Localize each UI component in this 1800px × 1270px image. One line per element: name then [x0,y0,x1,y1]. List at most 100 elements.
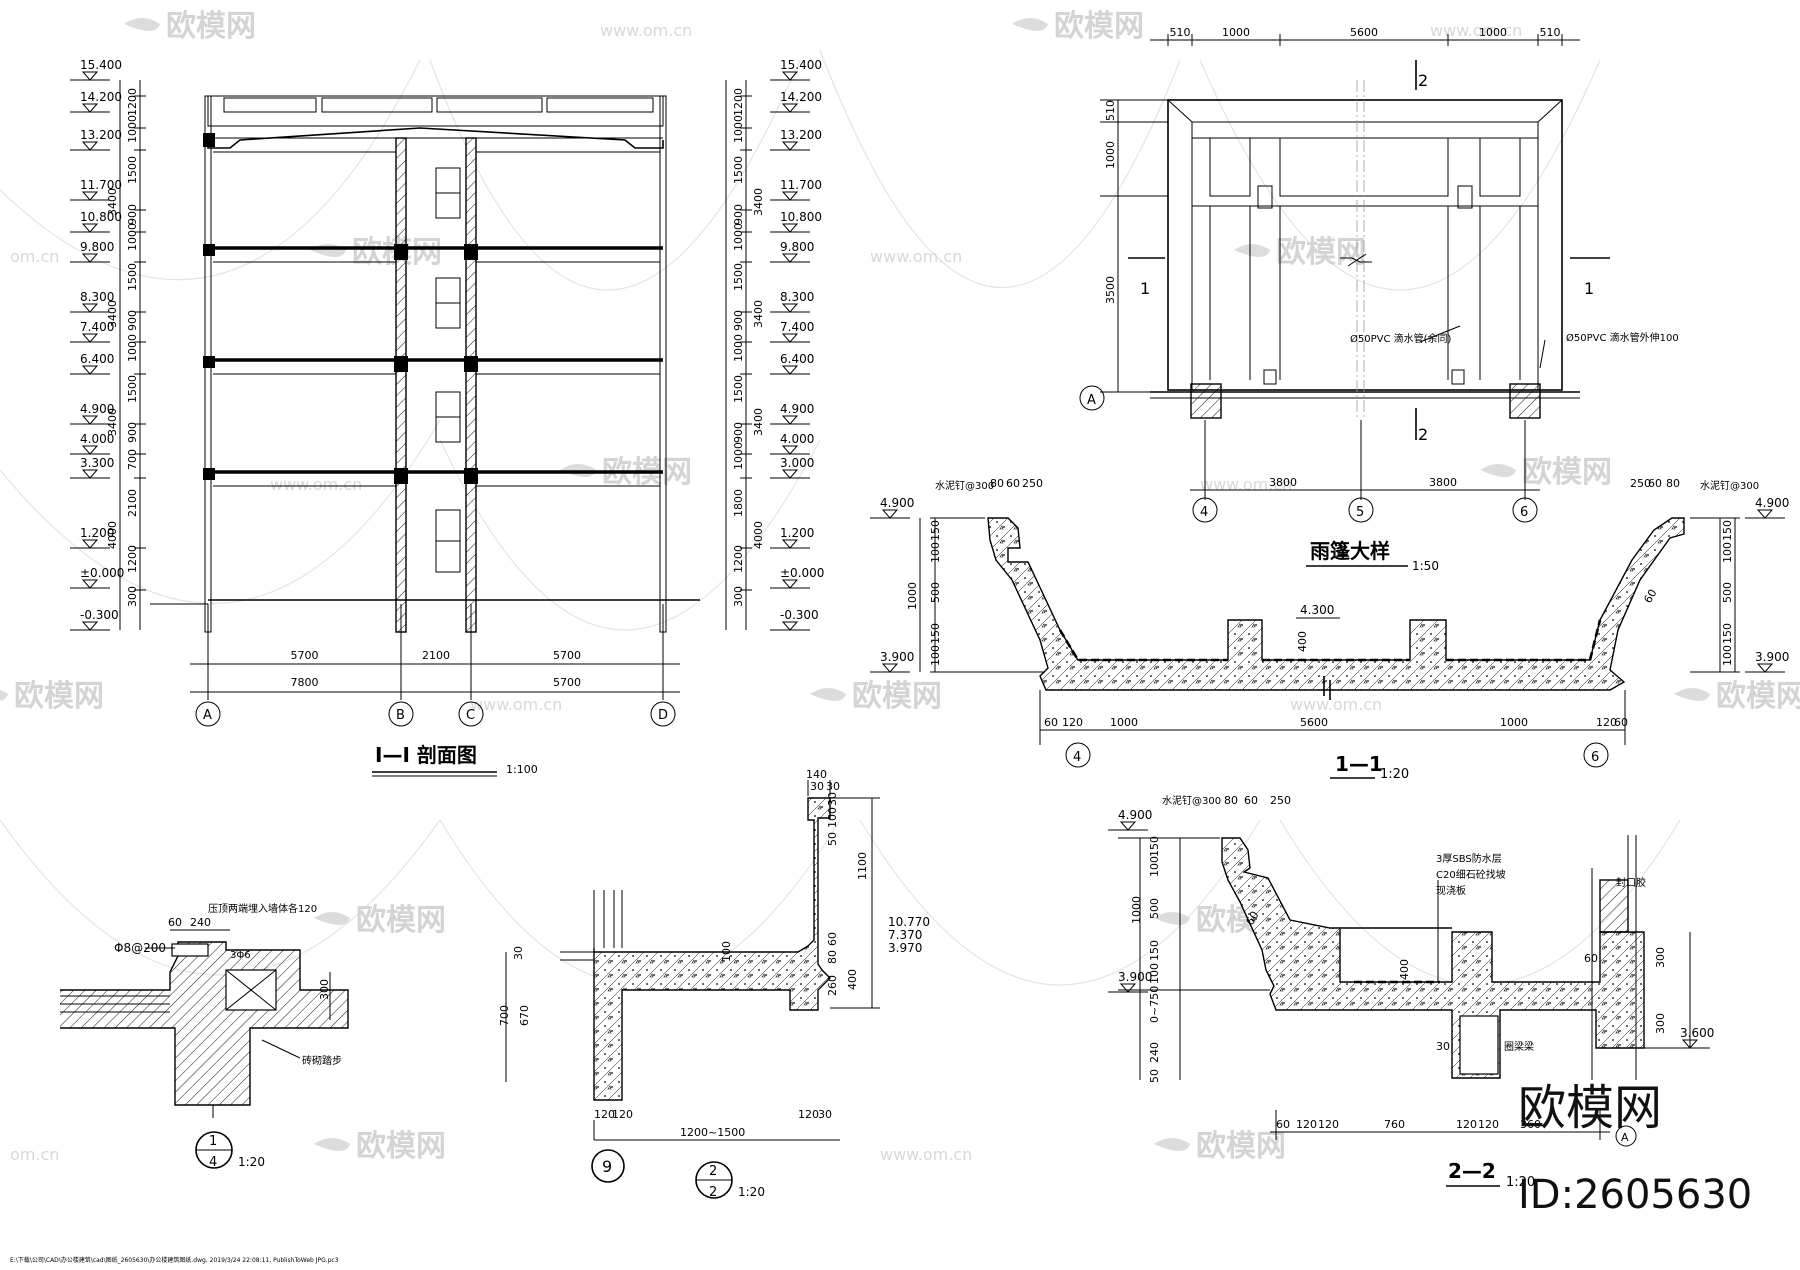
plan-left-dim: 3500 [1104,276,1117,304]
section-2-2-drawing [1118,835,1691,1140]
section-2-2-d30: 30 [1436,1040,1450,1053]
watermark-logo-icon [1234,244,1270,257]
right-level-label-symbol [781,71,799,81]
right-level-label-symbol [781,469,799,479]
canopy-axis-label: 6 [1591,750,1599,765]
watermark-logo-icon [810,688,846,701]
watermark-logo: 欧模网 [1276,235,1366,270]
right-dim-inner: 1800 [732,489,745,517]
left-level-label-symbol [81,469,99,479]
plan-axis-label: 5 [1356,505,1364,520]
section-2-2-left-vdim: 240 [1148,1042,1161,1063]
plan-top-dim: 510 [1540,26,1561,39]
section-2-2-left-vdim: 150 [1148,940,1161,961]
section-2-2-bottom-dim: 120 [1478,1118,1499,1131]
plan-axis-bubble [1348,497,1374,523]
detail-2-right-vdim: 60 [826,932,839,946]
axis-bubble [458,701,484,727]
right-dim-inner: 900 [732,422,745,443]
plan-top-dim: 510 [1170,26,1191,39]
canopy-left-vdim: 100 [929,645,942,666]
left-level-label-symbol [81,333,99,343]
watermark-url: www.om.cn [1430,21,1522,40]
right-level-label-symbol [781,223,799,233]
section-1-1: 15.40014.20013.20011.70010.8009.8008.300… [70,58,824,777]
left-level-label: 6.400 [80,352,114,366]
left-dim-outer: 3400 [106,408,119,436]
right-dim-inner: 900 [732,310,745,331]
right-level-label: -0.300 [780,608,819,622]
right-level-label: 3.000 [780,456,814,470]
canopy-left-vdim: 100 [929,542,942,563]
axis-label: D [658,708,668,723]
watermark-logo: 欧模网 [1196,1129,1286,1164]
canopy-top-dim-right: 60 [1648,477,1662,490]
section-dimensions: 1200100015009001000150090010001500900700… [106,80,765,689]
plan-axis-bubble [1192,497,1218,523]
detail-2-top-dim: 30 [826,780,840,793]
canopy-level-top-left: 4.900 [880,496,914,510]
canopy-right-vdim: 100 [1721,645,1734,666]
plan-top-dim: 1000 [1479,26,1507,39]
left-level-label-symbol [81,621,99,631]
pipe-label-1: Ø50PVC 滴水管(余同) [1350,332,1452,345]
right-level-label: 4.000 [780,432,814,446]
watermark-url: om.cn [10,1145,59,1164]
watermark-url: www.om.cn [1290,695,1382,714]
section-2-2-bottom-dim: 120 [1296,1118,1317,1131]
detail-4-note-1-sub: 3Φ6 [230,950,251,961]
canopy-detail-title: 雨篷大样 [1310,539,1390,563]
detail-1-4-den: 4 [209,1155,217,1170]
left-level-label: 8.300 [80,290,114,304]
canopy-right-vdim: 150 [1721,520,1734,541]
detail-2-left-dim: 30 [512,946,525,960]
detail-4-dim: 60 [168,916,182,929]
detail-1-4-num: 1 [209,1134,217,1149]
left-dim-inner: 2100 [126,489,139,517]
plan-left-dim: 1000 [1104,141,1117,169]
left-level-label-symbol [81,191,99,201]
watermark-logo: 欧模网 [1522,455,1612,490]
section-2-2-h400: 400 [1398,959,1411,980]
section-2-2-left-vdim: 100 [1148,963,1161,984]
detail-2-2-den: 2 [709,1185,717,1200]
left-level-label-symbol [81,579,99,589]
section-2-2-note-3: 现浇板 [1436,884,1466,897]
canopy-left-total: 1000 [906,582,919,610]
section-2-2-scale: 1:20 [1506,1175,1535,1190]
left-level-label: 14.200 [80,90,122,104]
left-level-label-symbol [81,365,99,375]
detail-1-4-scale: 1:20 [238,1155,265,1169]
detail-4-note-2: 砖砌踏步 [302,1054,342,1067]
watermark-logo: 欧模网 [1054,9,1144,44]
canopy-slope: 60 [1641,587,1659,606]
section-2-2-bottom-dim: 120 [1456,1118,1477,1131]
watermark-url: www.om.cn [870,247,962,266]
section-2-2-left-vdim: 50 [1148,1069,1161,1083]
right-dim-outer: 3400 [752,300,765,328]
axis-label: B [396,708,405,723]
section-2-2-note-4: 封口胶 [1616,876,1646,889]
canopy-bottom-dim: 5600 [1300,716,1328,729]
left-dim-inner: 300 [126,586,139,607]
left-level-label: ±0.000 [80,566,124,580]
canopy-left-vdim: 500 [929,582,942,603]
right-dim-inner: 300 [732,586,745,607]
right-level-label-symbol [781,445,799,455]
left-dim-inner: 1500 [126,263,139,291]
left-level-label: 15.400 [80,58,122,72]
section-2-2-top-dim: 80 [1224,794,1238,807]
watermark-logo-icon [1012,18,1048,31]
section-2-2-level-low: 3.600 [1680,1026,1714,1040]
left-level-label: -0.300 [80,608,119,622]
canopy-top-dim-right: 80 [1666,477,1680,490]
detail-2-right-vdim: 80 [826,950,839,964]
plan-bottom-dim: 3800 [1429,476,1457,489]
section-2-2-left-vdim: 100 [1148,856,1161,877]
plan-top-dim: 1000 [1222,26,1250,39]
detail-2-bottom-dim: 120 [612,1108,633,1121]
